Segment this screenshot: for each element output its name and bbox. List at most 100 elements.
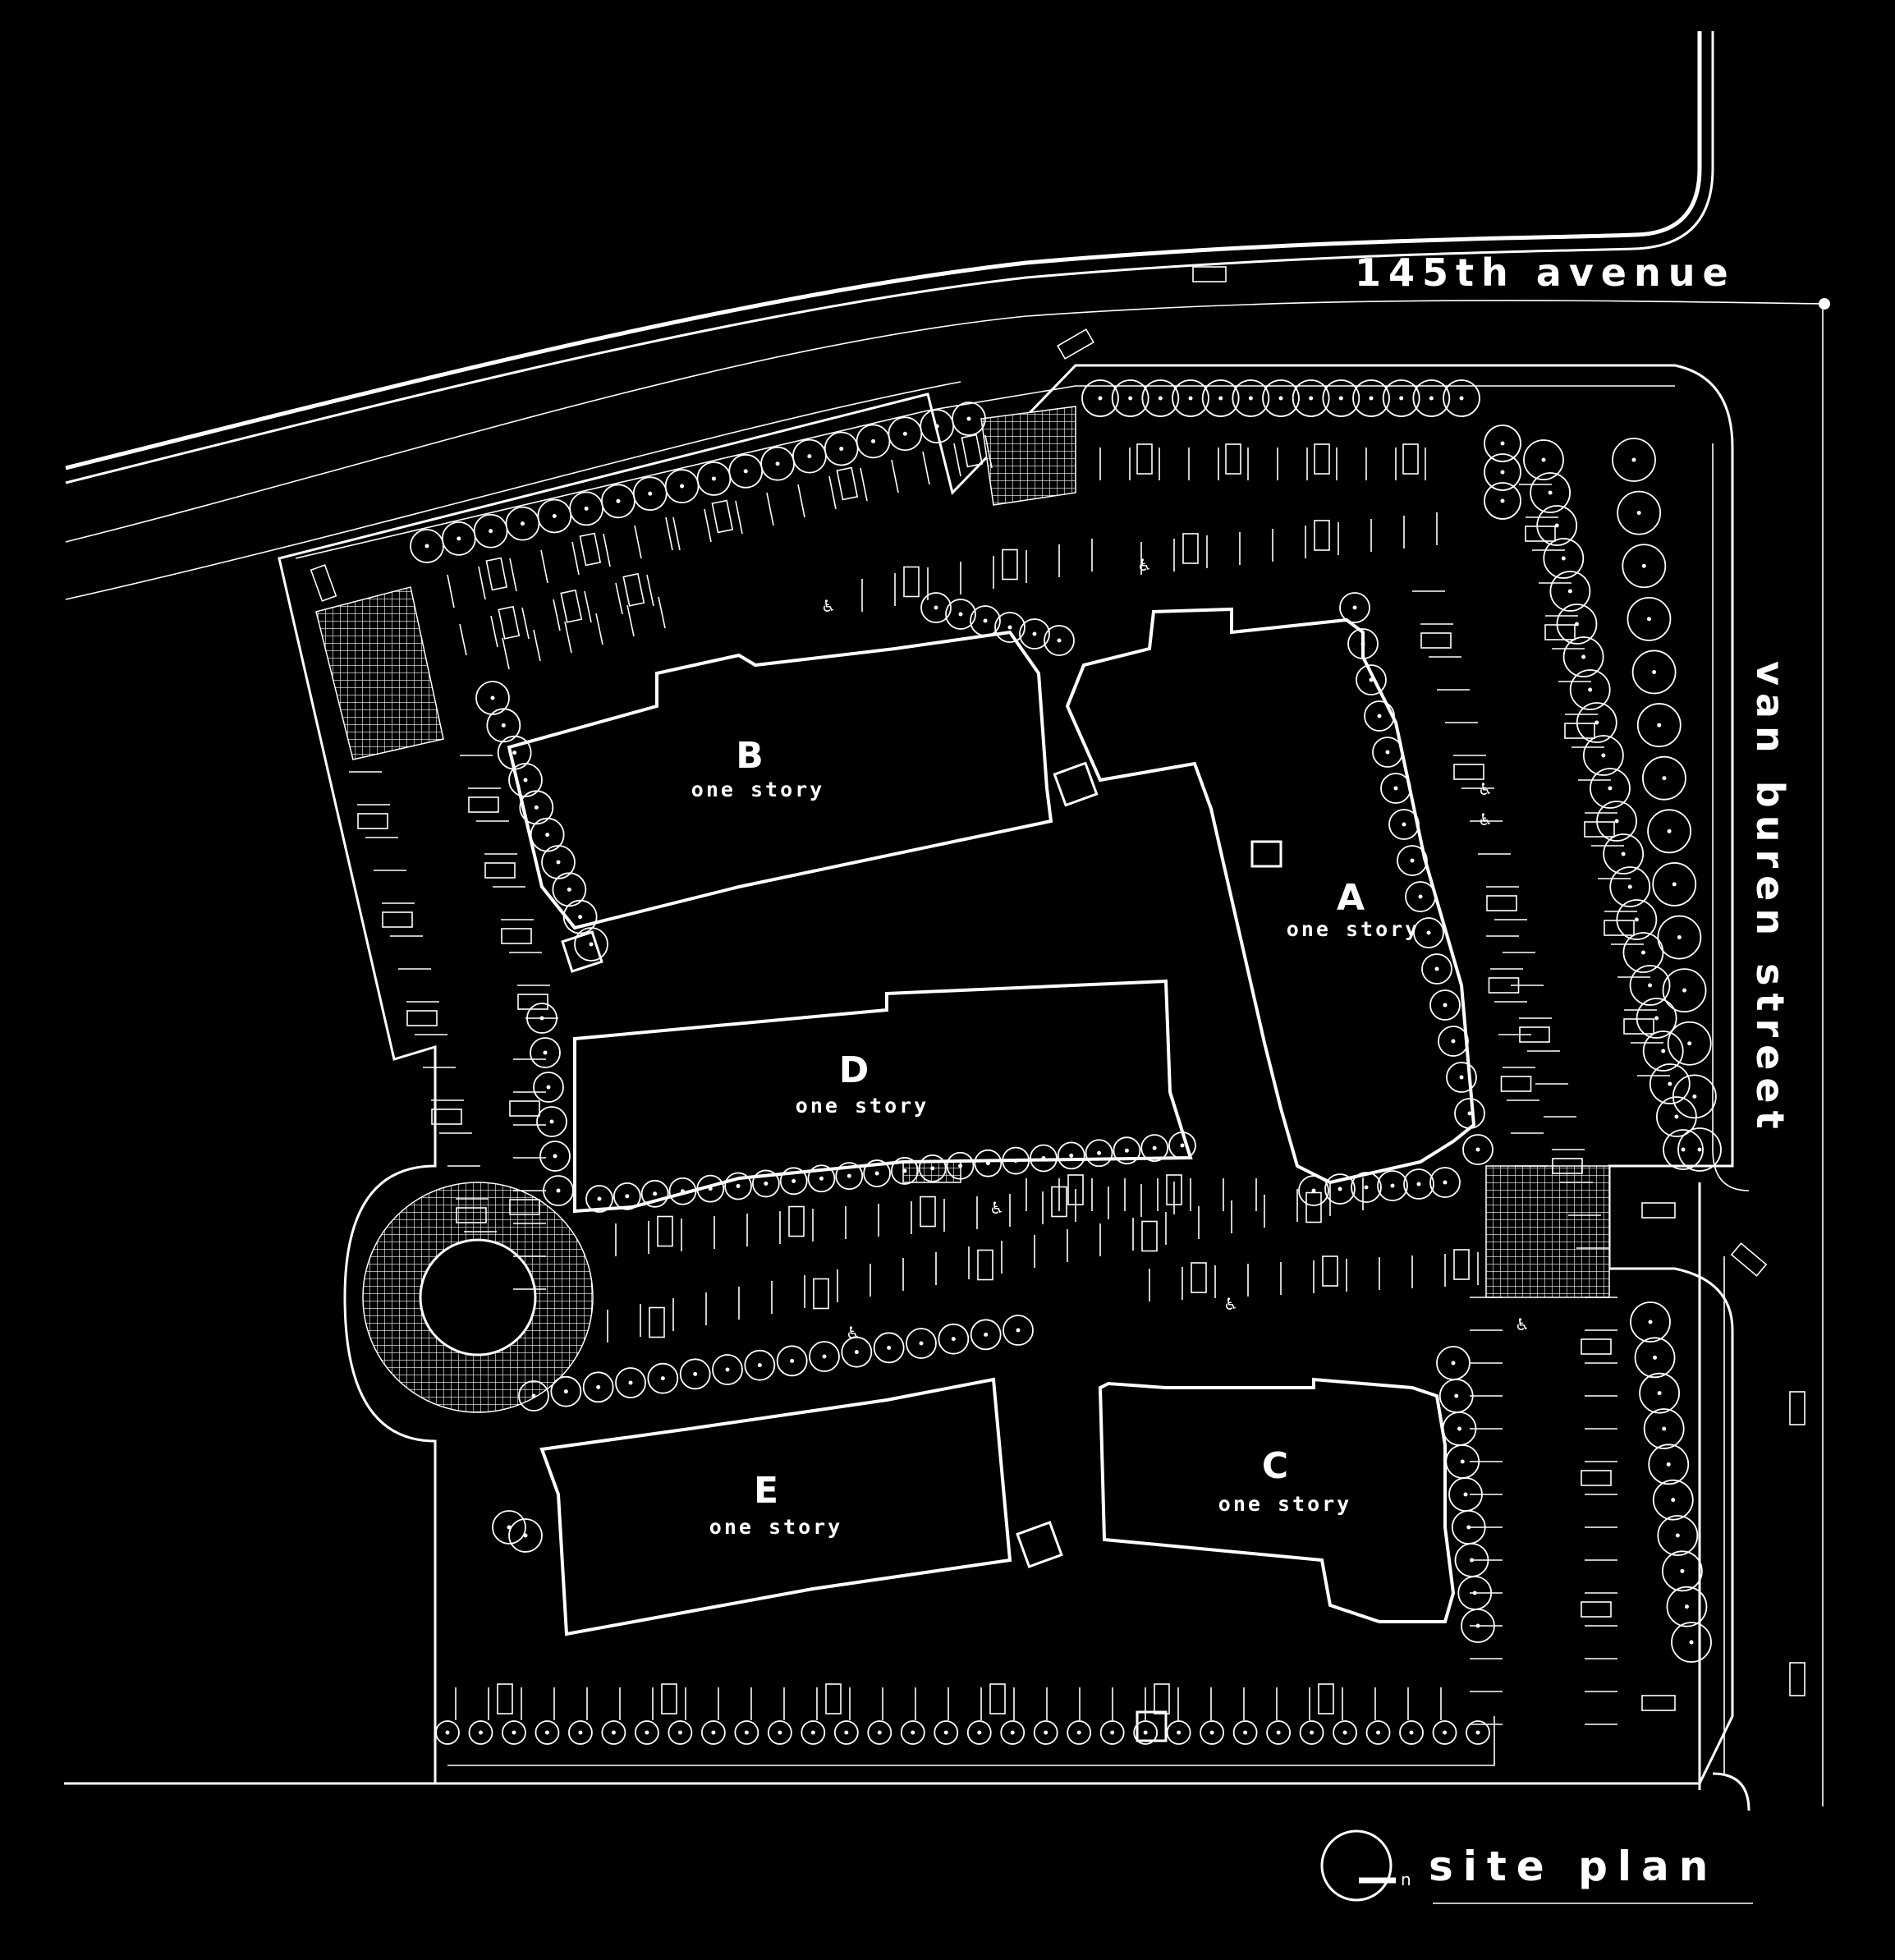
tree-icon: [1292, 379, 1330, 417]
tree-icon: [1556, 604, 1598, 645]
tree-icon: [1630, 1301, 1671, 1343]
street-cars: [310, 266, 1806, 1711]
tree-icon: [1484, 453, 1521, 491]
tree-icon: [1667, 1021, 1712, 1066]
tree-icon: [1569, 669, 1611, 710]
tree-icon: [696, 1174, 725, 1203]
tree-icon: [938, 1323, 970, 1355]
car-icon: [920, 1196, 936, 1228]
tree-icon: [974, 1149, 1003, 1177]
car-icon: [484, 862, 516, 879]
tree-icon: [497, 735, 532, 770]
tree-icon: [1549, 571, 1591, 612]
car-icon: [1641, 1695, 1676, 1711]
tree-icon: [1652, 862, 1697, 907]
tree-icon: [502, 1720, 526, 1745]
building-b-letter: B: [736, 735, 764, 777]
tree-icon: [970, 1319, 1002, 1351]
accessible-parking-icon: ♿: [1137, 555, 1152, 575]
car-icon: [1318, 1683, 1334, 1714]
tree-icon: [867, 1720, 892, 1745]
tree-icon: [1672, 1074, 1717, 1119]
tree-icon: [1616, 899, 1658, 940]
tree-icon: [1631, 650, 1677, 695]
car-icon: [498, 605, 521, 640]
tree-icon: [1322, 379, 1360, 417]
building-a-letter: A: [1337, 877, 1365, 919]
tree-icon: [550, 1375, 582, 1407]
tree-icon: [1627, 596, 1672, 641]
tree-icon: [601, 484, 635, 519]
landscape-trees: [410, 379, 1722, 1745]
car-icon: [649, 1306, 665, 1338]
tree-icon: [1380, 773, 1411, 804]
tree-icon: [760, 446, 795, 481]
tree-icon: [945, 599, 976, 630]
north-arrow-icon: [1320, 1829, 1396, 1902]
tree-icon: [1099, 1720, 1125, 1745]
tree-icon: [920, 592, 952, 623]
tree-icon: [966, 1720, 992, 1745]
tree-icon: [441, 521, 476, 556]
tree-icon: [1443, 379, 1480, 417]
car-icon: [1486, 895, 1517, 911]
tree-icon: [863, 1159, 891, 1187]
tree-icon: [1590, 768, 1631, 809]
tree-icon: [475, 681, 510, 715]
accessible-parking-icon: ♿: [1478, 779, 1493, 799]
building-c: [1098, 1377, 1456, 1623]
tree-icon: [776, 1345, 808, 1377]
car-icon: [989, 1683, 1006, 1714]
tree-icon: [1299, 1720, 1324, 1745]
car-icon: [977, 1249, 993, 1281]
tree-icon: [1232, 379, 1270, 417]
building-labels: A one story B one story C one story D on…: [691, 735, 1417, 1539]
tree-icon: [1576, 702, 1617, 743]
car-icon: [788, 1205, 805, 1237]
tree-icon: [712, 1354, 743, 1385]
car-icon: [1789, 1662, 1806, 1696]
car-icon: [501, 928, 532, 944]
tree-icon: [568, 1720, 593, 1745]
car-icon: [1544, 624, 1576, 640]
car-icon: [509, 1100, 540, 1117]
car-icon: [961, 434, 984, 468]
tree-icon: [537, 498, 572, 534]
tree-icon: [1200, 1720, 1225, 1745]
accessible-parking-icon: ♿: [989, 1198, 1004, 1218]
building-d-letter: D: [839, 1049, 869, 1091]
tree-icon: [1536, 505, 1578, 546]
car-icon: [579, 532, 602, 567]
car-icon: [711, 499, 734, 534]
tree-icon: [1639, 1372, 1681, 1414]
building-b: [507, 630, 1053, 930]
tree-icon: [468, 1720, 493, 1745]
tree-icon: [1262, 379, 1300, 417]
car-icon: [1730, 1242, 1768, 1277]
tree-icon: [1622, 544, 1667, 589]
car-icon: [1581, 1601, 1612, 1618]
tree-icon: [1201, 379, 1240, 417]
tree-icon: [601, 1720, 626, 1745]
tree-icon: [435, 1720, 460, 1745]
car-icon: [1166, 1174, 1182, 1205]
tree-icon: [1412, 379, 1451, 417]
title-block: n site plan: [1320, 1829, 1753, 1904]
tree-icon: [744, 1349, 776, 1381]
tree-icon: [1438, 1379, 1474, 1413]
tree-icon: [1642, 1030, 1684, 1072]
tree-icon: [632, 476, 668, 512]
car-icon: [1564, 723, 1595, 739]
parking-stalls: [349, 434, 1670, 1725]
tree-icon: [519, 790, 554, 825]
car-icon: [1581, 1338, 1612, 1355]
tree-icon: [679, 1358, 711, 1390]
tree-icon: [824, 431, 859, 466]
tree-icon: [809, 1341, 840, 1372]
building-e-label: one story: [709, 1515, 842, 1539]
street-name-van-buren: van buren street: [1748, 661, 1792, 1136]
tree-icon: [1085, 1139, 1113, 1168]
car-icon: [1584, 821, 1615, 838]
car-icon: [406, 1010, 438, 1026]
tree-icon: [505, 506, 540, 541]
